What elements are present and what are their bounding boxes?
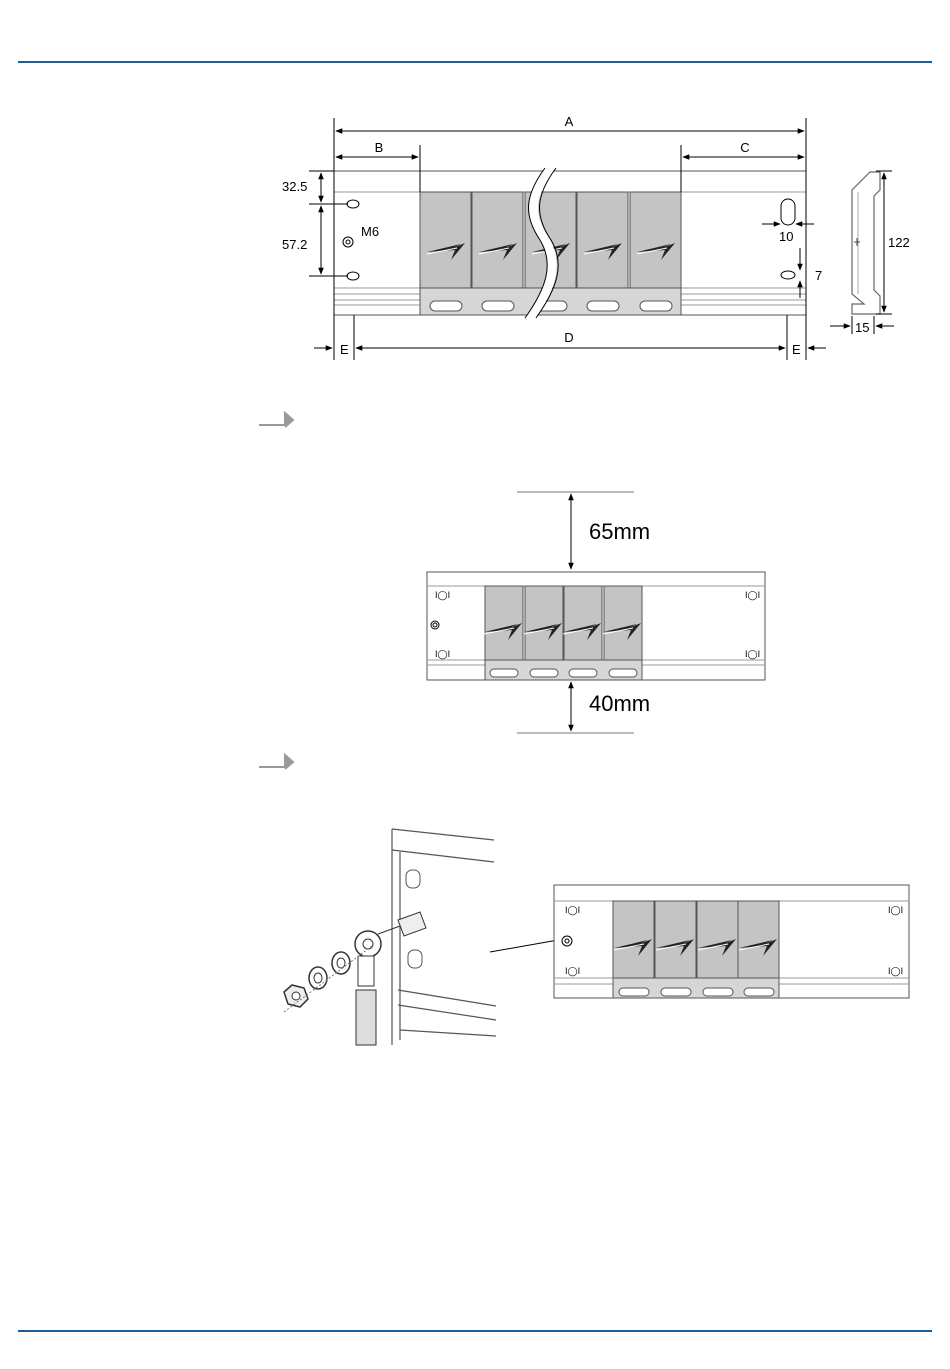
svg-text:I◯I: I◯I <box>888 905 903 916</box>
dim-15-label: 15 <box>855 320 869 335</box>
dim-c-label: C <box>740 140 749 155</box>
dim-a-label: A <box>565 114 574 129</box>
dim-e-right-label: E <box>792 342 801 357</box>
figure-3-grounding: I◯I I◯I I◯I I◯I <box>284 829 909 1045</box>
dim-10-label: 10 <box>779 229 793 244</box>
dim-b-label: B <box>375 140 384 155</box>
svg-text:I◯I: I◯I <box>565 905 580 916</box>
dim-32-5-label: 32.5 <box>282 179 307 194</box>
figure-1-rail-dimensions: A B C 32.5 57.2 M6 10 7 D E E <box>282 114 910 360</box>
svg-text:I◯I: I◯I <box>888 966 903 977</box>
top-clearance-label: 65mm <box>589 519 650 544</box>
dim-122-label: 122 <box>888 235 910 250</box>
svg-text:I◯I: I◯I <box>435 649 450 660</box>
dim-57-2-label: 57.2 <box>282 237 307 252</box>
svg-text:I◯I: I◯I <box>435 590 450 601</box>
svg-text:I◯I: I◯I <box>565 966 580 977</box>
dim-7-label: 7 <box>815 268 822 283</box>
rail-profile: 122 15 <box>830 171 910 335</box>
svg-text:I◯I: I◯I <box>745 590 760 601</box>
figure-2-clearance: 65mm 40mm I◯I I◯I I◯I I◯I <box>427 492 765 733</box>
svg-text:I◯I: I◯I <box>745 649 760 660</box>
dim-d-label: D <box>564 330 573 345</box>
screw-m6-label: M6 <box>361 224 379 239</box>
dim-e-left-label: E <box>340 342 349 357</box>
bottom-clearance-label: 40mm <box>589 691 650 716</box>
